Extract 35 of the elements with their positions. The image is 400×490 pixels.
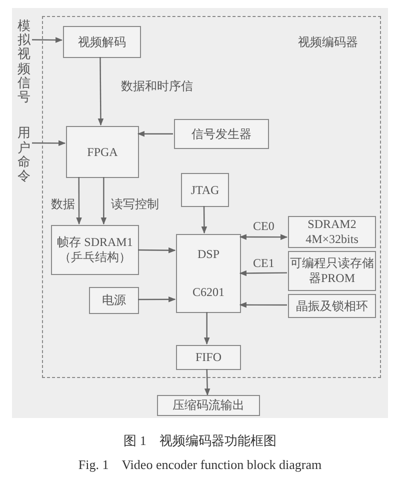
arrow (138, 296, 176, 302)
arrow (32, 140, 66, 146)
arrow (32, 37, 63, 43)
arrow (239, 270, 287, 276)
arrow (138, 247, 176, 254)
arrow (239, 234, 288, 240)
process-box: SDRAM2 4M×32bits (288, 216, 376, 248)
arrow (204, 312, 210, 345)
process-box: 帧存 SDRAM1 （乒乓结构） (51, 225, 139, 275)
process-box: FIFO (176, 345, 241, 370)
edge-label: 数据和时序信 (120, 78, 194, 95)
arrow (100, 177, 107, 225)
caption: 图 1 视频编码器功能框图 (124, 433, 276, 448)
process-box: 晶振及锁相环 (288, 294, 376, 318)
arrow (239, 302, 287, 308)
process-box: 可编程只读存储器PROM (288, 251, 376, 291)
process-box: 信号发生器 (174, 119, 269, 149)
edge-label: 读写控制 (110, 196, 160, 213)
edge-label: 数据 (50, 196, 76, 213)
arrow (76, 177, 82, 225)
input-label: 用户命令 (18, 126, 30, 184)
group-heading: 视频编码器 (298, 35, 358, 50)
process-box: JTAG (181, 173, 229, 207)
encoder-group-frame (42, 16, 381, 378)
output-box: 压缩码流输出 (157, 395, 260, 416)
arrow (137, 130, 173, 137)
arrow (98, 57, 104, 126)
arrow (204, 368, 210, 396)
process-box: 电源 (89, 287, 139, 314)
input-label: 模拟视频信号 (18, 18, 30, 104)
caption-english: Fig. 1 Video encoder function block diagram (78, 457, 322, 472)
arrow (201, 206, 208, 234)
process-box: 视频解码 (63, 26, 141, 58)
process-box: FPGA (66, 126, 139, 178)
process-box: DSP C6201 (176, 234, 241, 313)
